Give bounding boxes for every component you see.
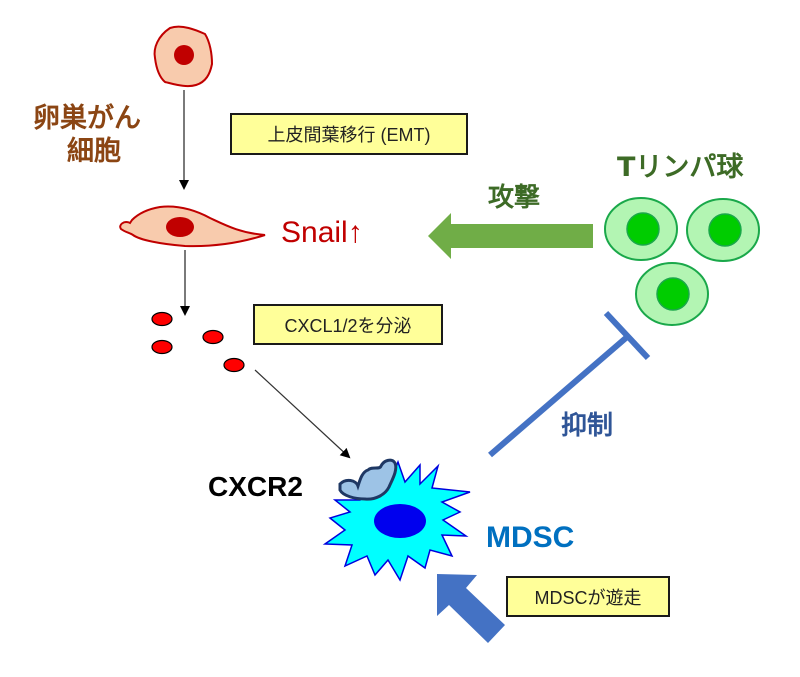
cancer-cell-label-line2: 細胞 [67, 136, 121, 167]
nucleus-icon [166, 217, 194, 237]
tcell-label: Tリンパ球 [617, 152, 744, 183]
cxcl-secretion-box-text: CXCL1/2を分泌 [284, 315, 412, 336]
nucleus-icon [174, 45, 194, 65]
cancer-cell-label: 卵巣がん 細胞 [33, 105, 141, 165]
chemokine-dot [223, 357, 245, 373]
lymphocyte-icon [686, 198, 760, 262]
lymphocyte-icon [635, 262, 709, 326]
lymphocyte-icon [604, 197, 678, 261]
inhibition-label: 抑制 [561, 411, 614, 441]
cxcl-secretion-box: CXCL1/2を分泌 [253, 304, 443, 345]
attack-arrow [428, 213, 593, 259]
cxcr2-label: CXCR2 [208, 471, 303, 502]
mdsc-label: MDSC [486, 521, 575, 554]
receptor-icon [338, 458, 398, 501]
attack-label: 攻撃 [488, 183, 541, 213]
emt-box: 上皮間葉移行 (EMT) [230, 113, 468, 155]
chemokine-dots-icon [151, 311, 245, 373]
cancer-cell-label-line1: 卵巣がん [33, 103, 141, 134]
nucleus-icon [374, 504, 426, 538]
chemokine-dot [151, 339, 173, 355]
starburst-cell-icon [322, 459, 471, 582]
chemokine-dot [202, 329, 224, 345]
chemokine-dot [151, 311, 173, 327]
round-cell-icon [153, 25, 214, 88]
mdsc-migration-box: MDSCが遊走 [506, 576, 670, 617]
chemotaxis-arrow [254, 369, 351, 459]
mdsc-migration-box-text: MDSCが遊走 [534, 587, 642, 608]
spindle-cell-icon [119, 205, 266, 248]
emt-box-text: 上皮間葉移行 (EMT) [267, 125, 431, 145]
snail-label: Snail↑ [281, 216, 363, 249]
inhibition-line [488, 310, 651, 458]
migration-arrow [437, 574, 505, 643]
